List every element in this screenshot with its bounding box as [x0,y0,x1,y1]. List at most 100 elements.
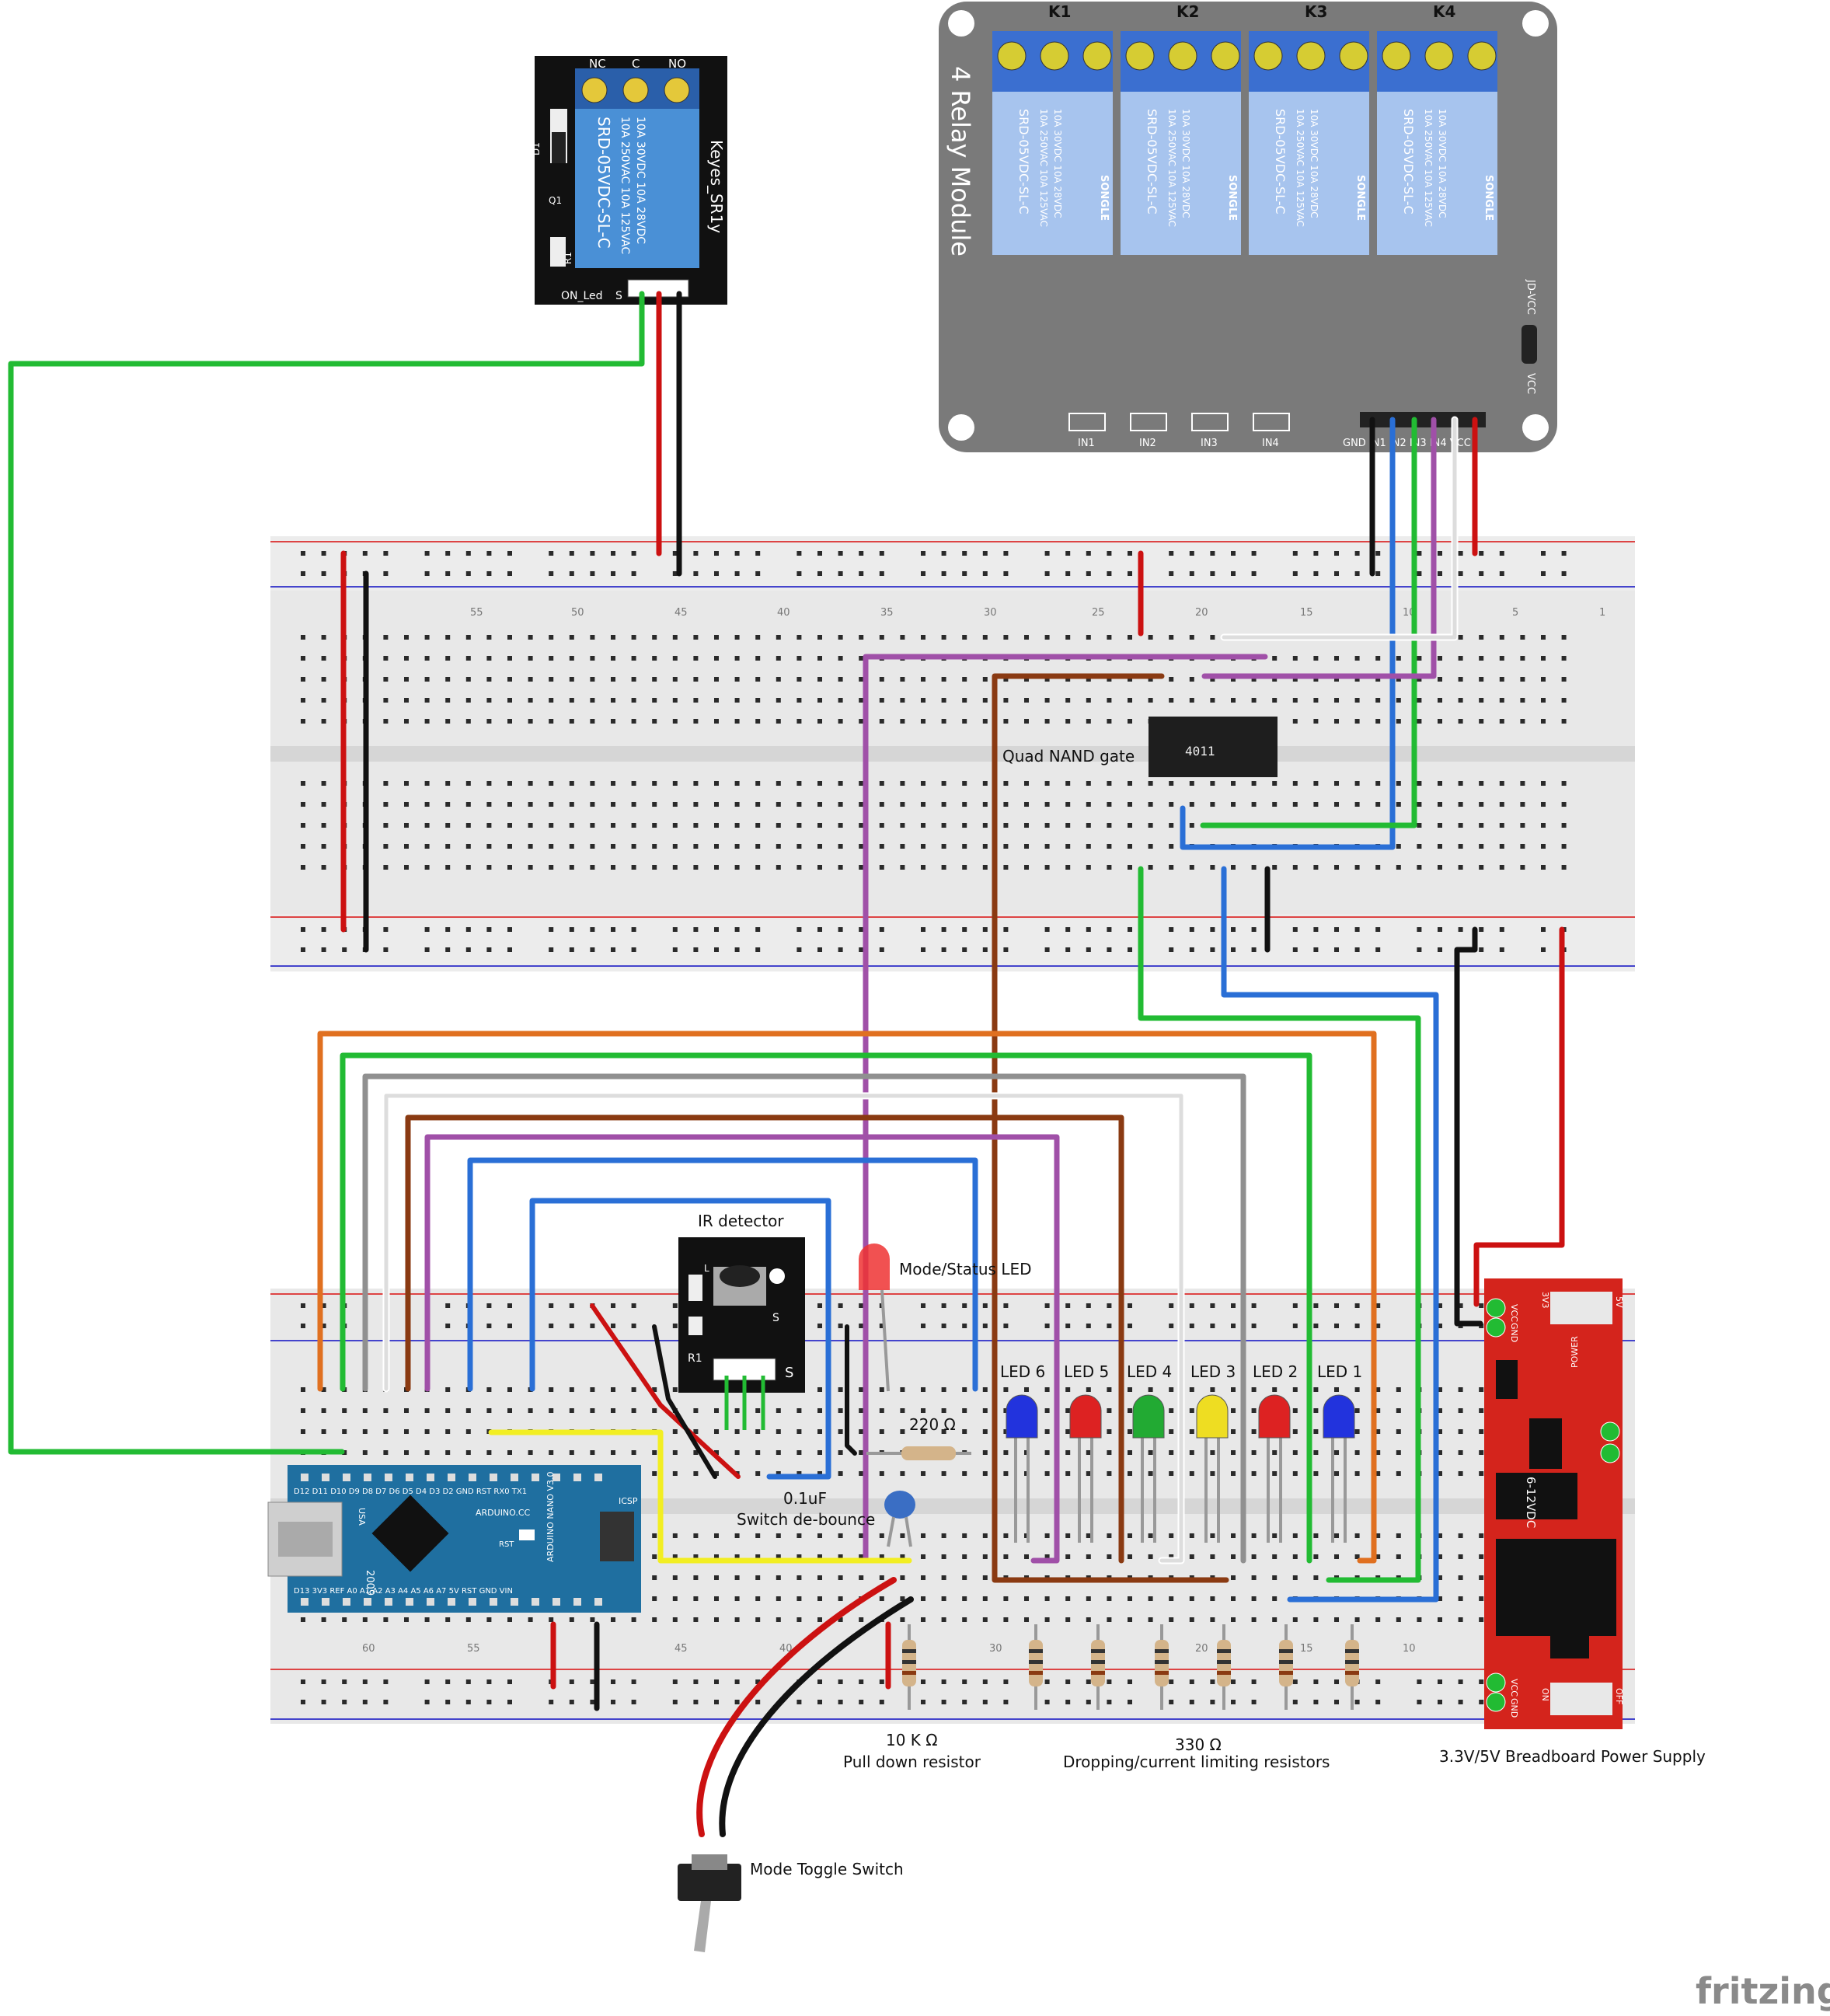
breadboard-hole[interactable] [817,1450,822,1455]
breadboard-hole[interactable] [941,802,946,807]
breadboard-hole[interactable] [424,1617,430,1622]
breadboard-hole[interactable] [838,635,843,640]
breadboard-hole[interactable] [1438,1617,1442,1622]
breadboard-hole[interactable] [755,802,761,807]
breadboard-hole[interactable] [424,656,430,661]
breadboard-hole[interactable] [631,947,636,952]
breadboard-hole[interactable] [817,927,822,932]
wire-blue-ir[interactable] [529,1198,831,1480]
breadboard-hole[interactable] [1438,947,1442,952]
breadboard-hole[interactable] [941,927,946,932]
breadboard-hole[interactable] [838,719,843,724]
breadboard-hole[interactable] [962,1617,967,1622]
breadboard-hole[interactable] [921,1679,925,1684]
breadboard-hole[interactable] [859,1408,864,1413]
breadboard-hole[interactable] [1272,677,1278,682]
breadboard-hole[interactable] [445,1679,451,1684]
breadboard-hole[interactable] [611,927,615,932]
breadboard-hole[interactable] [1065,1700,1071,1704]
breadboard-hole[interactable] [714,698,719,703]
breadboard-hole[interactable] [1313,1575,1319,1580]
breadboard-hole[interactable] [528,802,533,807]
breadboard-hole[interactable] [838,1679,843,1684]
breadboard-hole[interactable] [734,781,740,786]
breadboard-hole[interactable] [1375,1408,1381,1413]
relay4-screw[interactable] [1339,41,1368,71]
breadboard-hole[interactable] [1334,698,1339,703]
breadboard-hole[interactable] [1479,1679,1484,1684]
breadboard-hole[interactable] [1561,698,1567,703]
breadboard-hole[interactable] [879,1554,884,1559]
breadboard-hole[interactable] [1479,781,1484,786]
breadboard-hole[interactable] [1292,677,1298,682]
breadboard-hole[interactable] [1189,1450,1194,1455]
breadboard-hole[interactable] [569,947,574,952]
breadboard-hole[interactable] [549,1617,554,1622]
breadboard-hole[interactable] [404,1617,409,1622]
breadboard-hole[interactable] [838,927,843,932]
breadboard-hole[interactable] [838,1617,843,1622]
breadboard-hole[interactable] [1520,698,1525,703]
breadboard-hole[interactable] [445,844,451,849]
wire-toggle-black[interactable] [719,1596,914,1837]
breadboard-hole[interactable] [1313,1679,1319,1684]
breadboard-hole[interactable] [631,1700,636,1704]
breadboard-hole[interactable] [817,781,822,786]
breadboard-hole[interactable] [1354,1387,1360,1392]
breadboard-hole[interactable] [1044,927,1050,932]
breadboard-hole[interactable] [1044,1554,1050,1559]
breadboard-hole[interactable] [1313,1617,1319,1622]
breadboard-hole[interactable] [301,844,305,849]
breadboard-hole[interactable] [1003,1533,1009,1538]
breadboard-hole[interactable] [1375,571,1381,576]
breadboard-hole[interactable] [1044,1617,1050,1622]
breadboard-hole[interactable] [1334,1679,1339,1684]
breadboard-hole[interactable] [445,947,451,952]
breadboard-hole[interactable] [631,677,636,682]
breadboard-hole[interactable] [982,1303,988,1308]
breadboard-hole[interactable] [383,1700,389,1704]
breadboard-hole[interactable] [1003,719,1009,724]
breadboard-hole[interactable] [838,1700,843,1704]
breadboard-hole[interactable] [486,1324,492,1328]
breadboard-hole[interactable] [1313,551,1319,556]
breadboard-hole[interactable] [734,1408,740,1413]
breadboard-hole[interactable] [1479,1450,1484,1455]
breadboard-hole[interactable] [838,844,843,849]
breadboard-hole[interactable] [962,947,967,952]
breadboard-hole[interactable] [1458,571,1463,576]
breadboard-hole[interactable] [1541,865,1546,870]
breadboard-hole[interactable] [652,1617,657,1622]
breadboard-hole[interactable] [1334,802,1339,807]
breadboard-hole[interactable] [755,1471,761,1476]
breadboard-hole[interactable] [1354,1429,1360,1434]
breadboard-hole[interactable] [1375,1533,1381,1538]
breadboard-hole[interactable] [652,719,657,724]
led-body[interactable] [1258,1394,1291,1439]
breadboard-hole[interactable] [1499,677,1504,682]
breadboard-hole[interactable] [569,1324,574,1328]
arduino-pin[interactable] [364,1598,371,1606]
breadboard-hole[interactable] [1251,1303,1257,1308]
breadboard-hole[interactable] [714,1575,719,1580]
breadboard-hole[interactable] [693,719,699,724]
breadboard-hole[interactable] [1417,1617,1422,1622]
arduino-pin[interactable] [301,1474,308,1481]
breadboard-hole[interactable] [301,1429,305,1434]
breadboard-hole[interactable] [1354,571,1360,576]
breadboard-hole[interactable] [1561,802,1567,807]
breadboard-hole[interactable] [1003,1303,1009,1308]
breadboard-hole[interactable] [549,719,554,724]
breadboard-hole[interactable] [1003,1408,1009,1413]
breadboard-hole[interactable] [1499,844,1504,849]
breadboard-hole[interactable] [879,1575,884,1580]
breadboard-hole[interactable] [301,719,305,724]
breadboard-hole[interactable] [776,1596,781,1601]
breadboard-hole[interactable] [1107,802,1112,807]
breadboard-hole[interactable] [1292,1303,1298,1308]
breadboard-hole[interactable] [714,1617,719,1622]
breadboard-hole[interactable] [1169,1596,1174,1601]
breadboard-hole[interactable] [1520,823,1525,828]
breadboard-hole[interactable] [383,1450,389,1455]
breadboard-hole[interactable] [1438,927,1442,932]
